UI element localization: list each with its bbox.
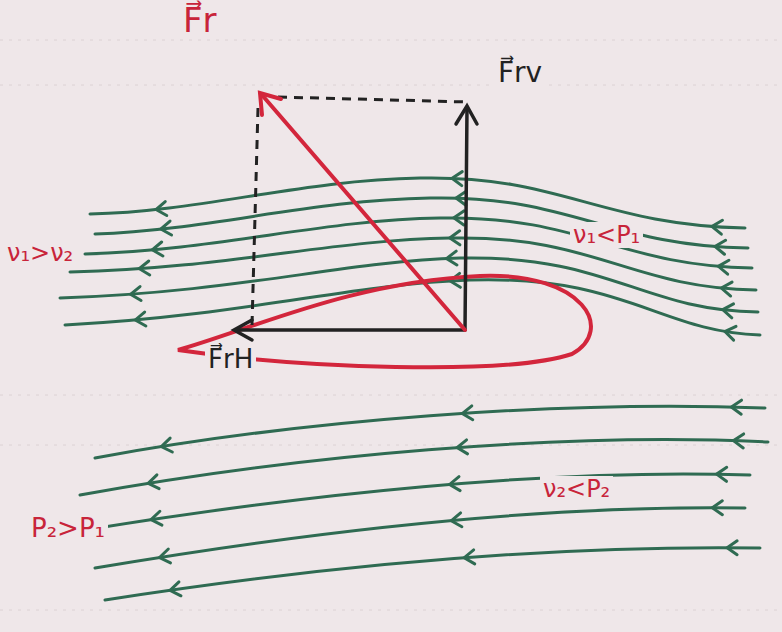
flow-arrowhead [450,477,461,491]
resultant-force-label: F⃗r [180,2,220,39]
flow-arrowhead [462,406,472,420]
flow-arrowhead [447,251,457,265]
flow-arrowhead [452,172,462,186]
flow-arrowhead [148,475,159,489]
flow-arrowhead [161,221,172,235]
flow-arrowhead [721,282,732,296]
flow-arrowhead [152,242,163,256]
flow-arrowhead [464,550,475,564]
flow-arrowhead [717,467,727,481]
flow-arrowhead [733,434,743,448]
flow-arrowhead [725,326,736,340]
flow-arrowhead [135,312,146,326]
flow-arrowhead [712,501,722,515]
paper-ruling [0,40,782,610]
flow-arrowhead [156,202,167,216]
upper-flow-note: ν₁<P₁ [570,222,643,248]
velocity-relation: ν₁>ν₂ [4,240,76,266]
flow-arrowhead [718,260,729,274]
flow-arrowhead [712,220,723,234]
flow-arrowhead [454,211,464,225]
horizontal-force-label: F⃗rH [205,345,256,374]
flow-arrowhead [450,231,460,245]
flow-arrowhead [170,582,181,596]
vertical-force-label: F⃗rv [495,58,545,89]
flow-arrowhead [731,400,741,414]
flow-arrowhead [131,287,141,301]
flow-arrowhead [457,440,467,454]
horizontal-component-arrow [234,320,465,340]
flow-arrowhead [139,261,149,275]
flow-arrowhead [723,304,734,318]
vertical-component-arrow [456,106,477,330]
flow-arrowhead [160,549,171,563]
resultant-force-arrow [260,93,465,330]
pressure-relation: P₂>P₁ [28,514,108,543]
flow-arrowhead [151,511,162,525]
lower-flow-note: ν₂<P₂ [540,476,613,502]
flow-arrowhead [161,438,172,452]
flow-arrowhead [451,513,462,527]
flow-arrowhead [715,240,726,254]
streamlines [60,172,768,600]
flow-arrowhead [727,541,737,555]
